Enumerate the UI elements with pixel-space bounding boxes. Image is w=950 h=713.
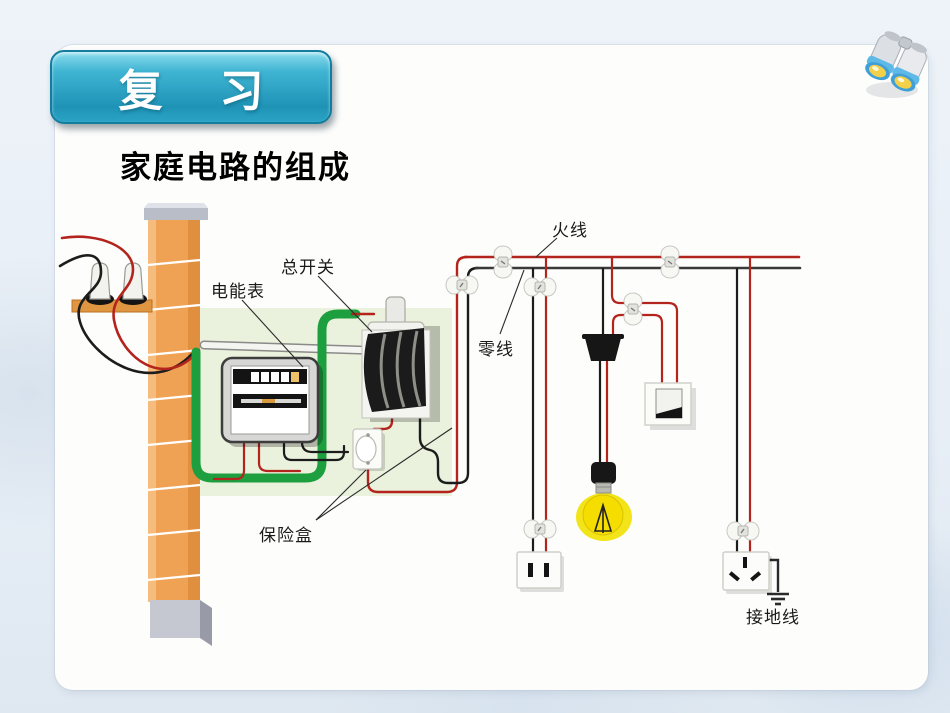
label-energy-meter: 电能表 — [211, 282, 265, 301]
review-button-label: 复 习 — [118, 67, 264, 116]
distribution-lines — [463, 255, 802, 270]
binoculars-icon — [865, 31, 927, 98]
wire-clip — [660, 245, 680, 279]
wire-clip — [493, 245, 513, 279]
review-button[interactable]: 复 习 — [50, 50, 332, 124]
energy-meter — [220, 356, 323, 447]
label-fuse-box: 保险盒 — [259, 526, 313, 545]
fuse-box — [352, 428, 385, 471]
label-neutral-wire: 零线 — [478, 340, 514, 359]
label-main-switch: 总开关 — [281, 258, 335, 277]
ground-symbol — [767, 592, 789, 606]
wire-clip — [445, 275, 479, 295]
wire-clip — [523, 519, 557, 539]
three-hole-socket — [722, 551, 772, 594]
main-switch — [361, 296, 440, 422]
wire-clip — [523, 277, 557, 297]
pendant-lamp — [576, 334, 632, 541]
drop-three-hole-socket — [735, 257, 780, 592]
utility-pole — [144, 203, 212, 646]
wall-switch — [644, 382, 696, 430]
wire-clip — [623, 292, 643, 326]
service-drop-wires — [58, 235, 201, 375]
two-hole-socket — [516, 551, 564, 592]
label-ground-wire: 接地线 — [746, 608, 800, 627]
interior-wiring — [191, 255, 480, 494]
label-leader-lines — [241, 237, 558, 521]
page-title: 家庭电路的组成 — [120, 150, 351, 185]
wire-clip — [726, 521, 760, 541]
drop-two-hole-socket — [531, 257, 548, 553]
drop-lamp-switch — [598, 257, 679, 466]
label-live-wire: 火线 — [552, 221, 588, 240]
